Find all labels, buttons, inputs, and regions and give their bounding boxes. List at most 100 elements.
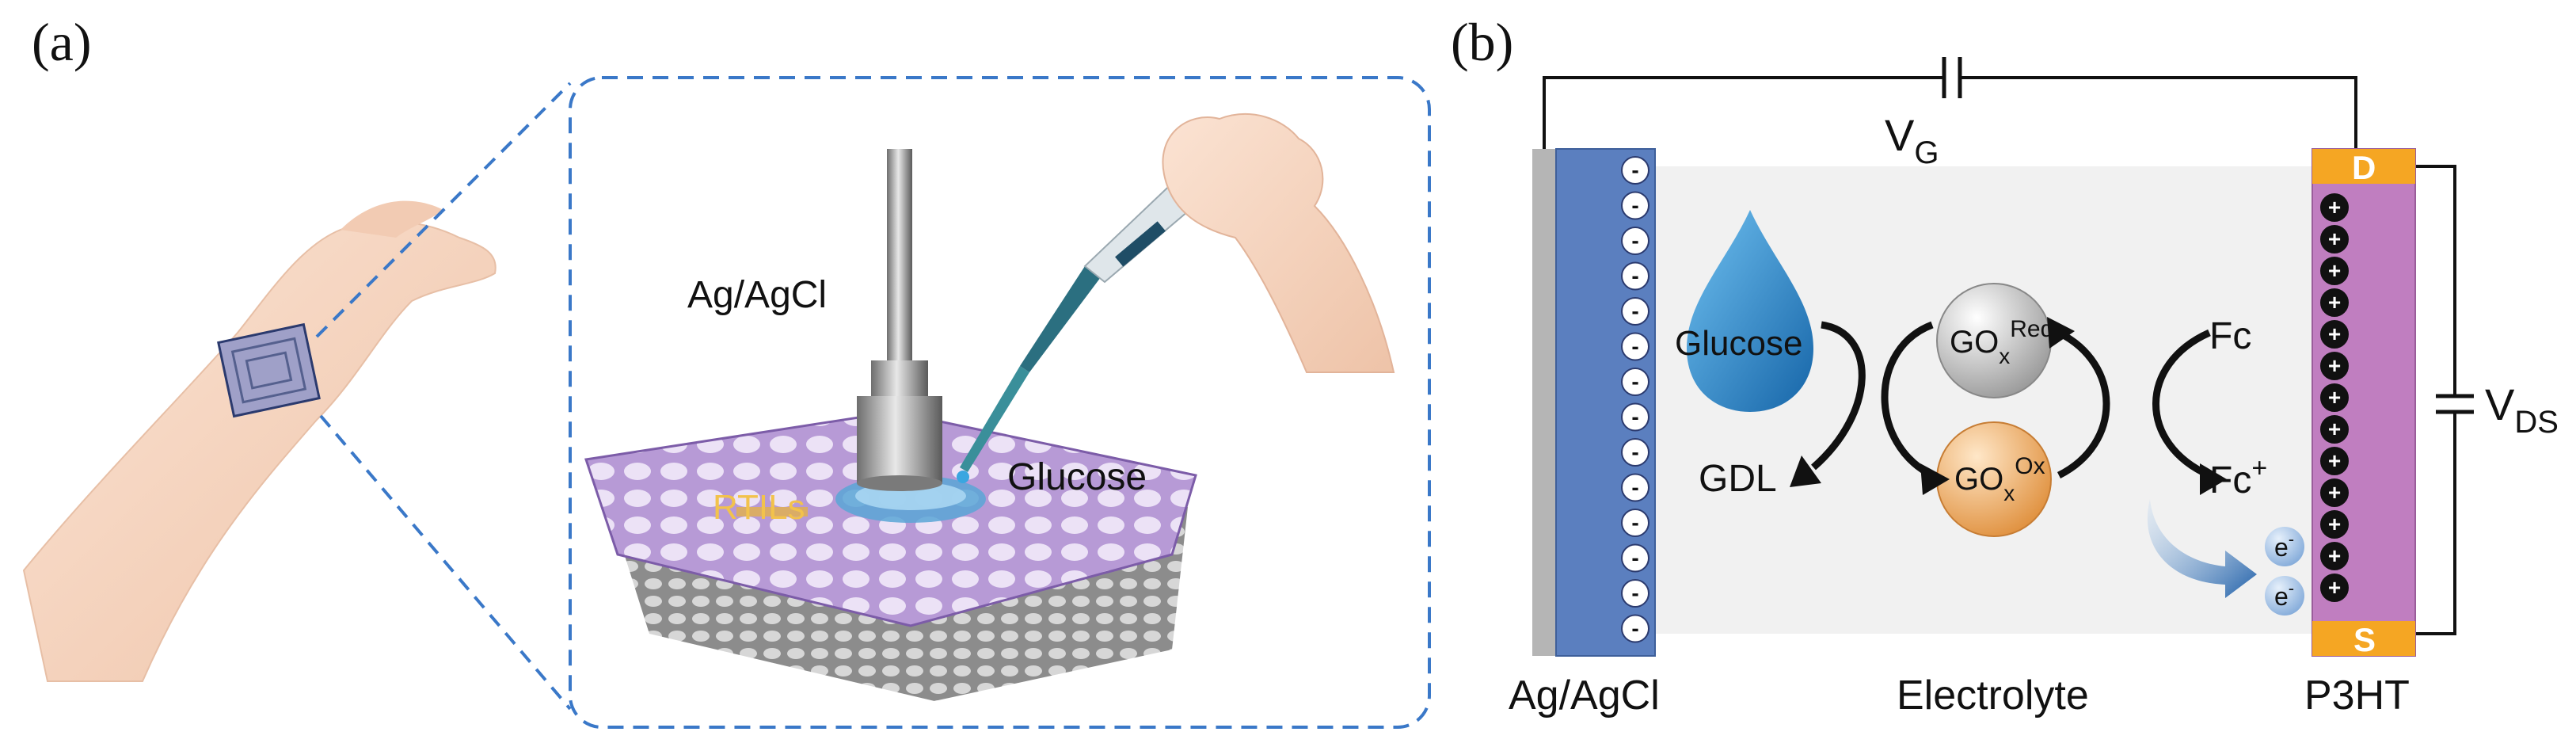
gate-ion-symbol: - <box>1631 299 1638 323</box>
glucose-drop <box>1687 210 1813 412</box>
gate-ion <box>1621 332 1649 361</box>
gate-ion-column: - - - - - - - - - - - - - - <box>1621 156 1649 643</box>
gate-ion <box>1621 402 1649 432</box>
gate-ion-symbol: - <box>1631 158 1638 182</box>
thumb-illustration <box>341 200 443 238</box>
bottom-label-channel: P3HT <box>2304 673 2410 718</box>
rtils-label: RTILs <box>713 488 805 527</box>
gate-ion <box>1621 614 1649 643</box>
gate-wire <box>1543 76 1944 149</box>
gate-ion <box>1621 438 1649 467</box>
channel-ion-symbol: + <box>2328 385 2341 410</box>
glucose-label-a: Glucose <box>1007 456 1147 498</box>
zoom-box <box>569 76 1431 729</box>
channel-ion-symbol: + <box>2328 543 2341 568</box>
ds-voltage-label: VDS <box>2485 379 2559 440</box>
fc-plus-label: Fc+ <box>2209 453 2267 501</box>
zoom-line-top <box>315 82 572 338</box>
hand-illustration <box>1162 113 1395 373</box>
gate-ion-symbol: - <box>1631 510 1638 535</box>
forearm-illustration <box>22 220 497 682</box>
channel-ion <box>2320 478 2349 507</box>
bottom-label-gate: Ag/AgCl <box>1509 673 1660 718</box>
wearable-patch <box>217 322 321 418</box>
gate-electrode <box>1555 148 1656 657</box>
channel-ion-symbol: + <box>2328 258 2341 283</box>
gate-ion <box>1621 473 1649 502</box>
gate-ion-symbol: - <box>1631 546 1638 570</box>
gate-ion <box>1621 261 1649 291</box>
arrow-glucose-to-gdl <box>1811 321 1866 471</box>
gate-ion <box>1621 227 1649 255</box>
source-contact <box>2312 621 2415 656</box>
gate-ion <box>1621 297 1649 326</box>
channel-ion-symbol: + <box>2328 195 2341 219</box>
svg-text:e-: e- <box>2274 529 2294 562</box>
electrode-label-a: Ag/AgCl <box>687 274 827 316</box>
arrow-heads <box>1790 317 2227 495</box>
panel-a-label: (a) <box>32 12 92 72</box>
bottom-label-electrolyte: Electrolyte <box>1897 673 2089 718</box>
source-label: S <box>2353 621 2376 658</box>
panel-b: VG VDS - - - - - - - - - - - - - - D S + + + + + + + + + + + ++ … <box>1509 57 2559 718</box>
gate-ion <box>1621 509 1649 537</box>
gox-red-label: GOxRed <box>1950 316 2053 368</box>
channel-ion-symbol: + <box>2328 417 2341 441</box>
arrow-goxred-to-goxox <box>1881 321 1935 479</box>
glucose-label-b: Glucose <box>1675 324 1802 363</box>
channel-ion <box>2320 542 2349 570</box>
channel-ion <box>2320 320 2349 349</box>
reaction-arrows <box>1811 321 2211 479</box>
ds-wire-bottom <box>2415 412 2456 635</box>
channel-ion <box>2320 288 2349 317</box>
rtils-channel-strip <box>736 507 808 516</box>
channel-ion <box>2320 574 2349 602</box>
channel-ion <box>2320 193 2349 222</box>
gate-ion-symbol: - <box>1631 193 1638 218</box>
gate-ion <box>1621 156 1649 185</box>
gate-ion-symbol: - <box>1631 228 1638 253</box>
gate-ion-symbol: - <box>1631 264 1638 288</box>
svg-text:e-: e- <box>2274 578 2294 611</box>
gate-ion-symbol: - <box>1631 581 1638 605</box>
gate-voltage-label: VG <box>1885 110 1939 170</box>
channel-ion-symbol: + <box>2328 480 2341 505</box>
gate-ion <box>1621 368 1649 396</box>
gox-ox-label: GOxOx <box>1954 453 2045 505</box>
channel-ion-symbol: + <box>2328 575 2341 600</box>
electron-transfer-arrow <box>2147 499 2257 598</box>
fc-label: Fc <box>2209 315 2251 357</box>
gate-ion-symbol: - <box>1631 475 1638 500</box>
gate-ion-symbol: - <box>1631 334 1638 359</box>
channel-ion-symbol: + <box>2328 448 2341 473</box>
gate-ion <box>1621 543 1649 573</box>
channel-ion-column: + + + + + + + + + + + + + <box>2320 193 2349 602</box>
channel-ion <box>2320 447 2349 475</box>
electron-upper: e- <box>2265 527 2304 566</box>
gate-ion-symbol: - <box>1631 440 1638 464</box>
channel-ion <box>2320 225 2349 253</box>
channel-ion <box>2320 257 2349 285</box>
arrow-fc-to-fcplus <box>2152 329 2211 479</box>
ds-wire <box>2415 165 2456 396</box>
channel-ion-symbol: + <box>2328 290 2341 314</box>
gate-ion-symbol: - <box>1631 369 1638 394</box>
gate-ion-symbol: - <box>1631 616 1638 641</box>
drain-label: D <box>2352 149 2376 186</box>
channel-ion-symbol: + <box>2328 322 2341 346</box>
ag-agcl-electrode <box>857 149 942 491</box>
gdl-label: GDL <box>1699 458 1777 500</box>
channel-ion-symbol: + <box>2328 227 2341 251</box>
panel-a: RTILs Ag/AgCl Glucose <box>22 76 1431 729</box>
gate-ion <box>1621 191 1649 220</box>
channel-ion-symbol: + <box>2328 353 2341 378</box>
channel-ion <box>2320 383 2349 412</box>
channel-ion <box>2320 510 2349 539</box>
channel-ion-symbol: + <box>2328 512 2341 536</box>
arrow-goxox-to-goxred <box>2057 329 2110 479</box>
gate-wire-right <box>1960 76 2357 149</box>
drain-contact <box>2312 149 2415 184</box>
zoom-line-bottom <box>319 414 572 711</box>
gate-ion-symbol: - <box>1631 405 1638 429</box>
